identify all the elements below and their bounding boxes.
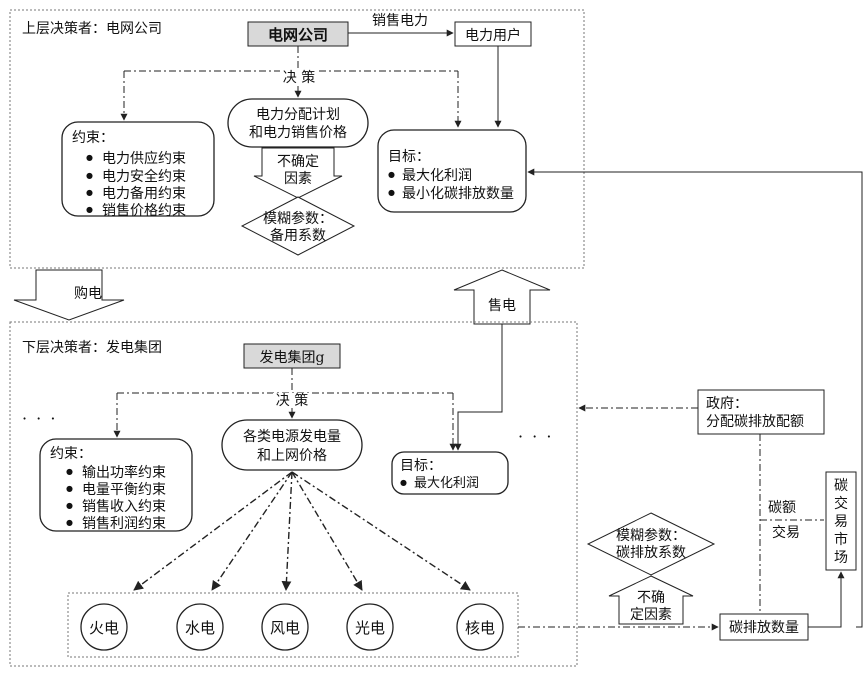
lower-fuzzy-line2: 碳排放系数 (616, 545, 686, 561)
upper-section-label: 上层决策者：电网公司 (22, 20, 162, 37)
lower-uncertain-line1: 不确 (637, 590, 665, 606)
generation-group-label: 发电集团g (260, 349, 325, 366)
lower-constraints-title: 约束： (50, 446, 92, 462)
sell-to-lower-objectives-arrow (458, 324, 502, 450)
upper-objective-item: 最小化碳排放数量 (402, 186, 514, 202)
buy-power-label: 购电 (74, 286, 102, 302)
carbon-market-char: 市 (834, 531, 848, 548)
sell-power-up-arrow (454, 270, 550, 324)
government-line2: 分配碳排放配额 (706, 414, 804, 430)
thermal-power-label: 火电 (89, 619, 119, 637)
upper-bullet: ● (388, 170, 395, 179)
lower-constraint-item: 输出功率约束 (82, 464, 166, 481)
upper-decision-label: 决 策 (283, 69, 315, 86)
carbon-market-char: 易 (834, 514, 848, 530)
solar-power-label: 光电 (355, 619, 385, 637)
upper-constraint-item: 电力备用约束 (102, 185, 186, 202)
lower-dots-right: · · · (518, 427, 553, 446)
lower-bullet: ● (66, 501, 73, 510)
upper-uncertain-line2: 因素 (284, 171, 312, 187)
upper-objectives-title: 目标： (388, 149, 430, 165)
upper-bullet: ● (86, 205, 93, 214)
lower-decision-label: 决 策 (276, 392, 308, 409)
upper-plan-line1: 电力分配计划 (256, 107, 340, 123)
upper-constraint-item: 电力安全约束 (102, 168, 186, 185)
upper-uncertain-line1: 不确定 (277, 154, 319, 170)
power-users-label: 电力用户 (465, 27, 521, 44)
upper-bullet: ● (86, 188, 93, 197)
lower-constraint-item: 销售收入约束 (82, 499, 166, 515)
wind-power-label: 风电 (270, 619, 300, 637)
carbon-amount-to-market-arrow (808, 572, 841, 627)
lower-bullet: ● (66, 467, 73, 476)
nuclear-power-label: 核电 (465, 619, 495, 637)
carbon-market-char: 交 (834, 495, 848, 512)
government-line1: 政府： (706, 396, 748, 412)
upper-bullet: ● (388, 188, 395, 197)
upper-objective-item: 最大化利润 (402, 168, 472, 184)
carbon-market-char: 碳 (834, 478, 848, 494)
upper-constraints-title: 约束： (72, 130, 114, 146)
sell-power-up-label: 售电 (488, 298, 516, 314)
carbon-market-char: 场 (834, 550, 848, 566)
lower-bullet: ● (66, 484, 73, 493)
upper-fuzzy-line1: 模糊参数： (263, 210, 333, 227)
lower-plan-line2: 和上网价格 (257, 448, 327, 464)
lower-bullet: ● (66, 518, 73, 527)
grid-company-label: 电网公司 (268, 26, 328, 44)
lower-uncertain-line2: 定因素 (630, 607, 672, 623)
sell-power-label: 销售电力 (372, 13, 428, 29)
upper-bullet: ● (86, 171, 93, 180)
lower-objectives-title: 目标： (400, 458, 442, 474)
buy-power-arrow (14, 270, 124, 320)
lower-fuzzy-diamond (588, 513, 714, 575)
carbon-trade-line2: 交易 (772, 524, 800, 541)
carbon-amount-label: 碳排放数量 (729, 620, 799, 636)
lower-constraint-item: 电量平衡约束 (82, 482, 166, 498)
lower-dots-left: · · · (22, 409, 57, 428)
lower-bullet: ● (400, 478, 407, 487)
upper-fuzzy-line2: 备用系数 (270, 227, 326, 244)
hydro-power-label: 水电 (185, 619, 215, 637)
upper-plan-line2: 和电力销售价格 (249, 125, 347, 141)
lower-plan-line1: 各类电源发电量 (243, 429, 341, 445)
upper-constraint-item: 电力供应约束 (102, 150, 186, 167)
lower-objective-item: 最大化利润 (414, 476, 479, 491)
lower-section-label: 下层决策者：发电集团 (22, 339, 162, 356)
lower-fuzzy-line1: 模糊参数： (616, 527, 686, 544)
fan-to-solar (292, 472, 362, 590)
fan-to-hydro (212, 472, 292, 590)
lower-constraint-item: 销售利润约束 (82, 516, 166, 532)
upper-constraint-item: 销售价格约束 (102, 203, 186, 219)
fan-to-wind (286, 472, 292, 590)
carbon-trade-line1: 碳额 (768, 500, 796, 516)
upper-bullet: ● (86, 153, 93, 162)
